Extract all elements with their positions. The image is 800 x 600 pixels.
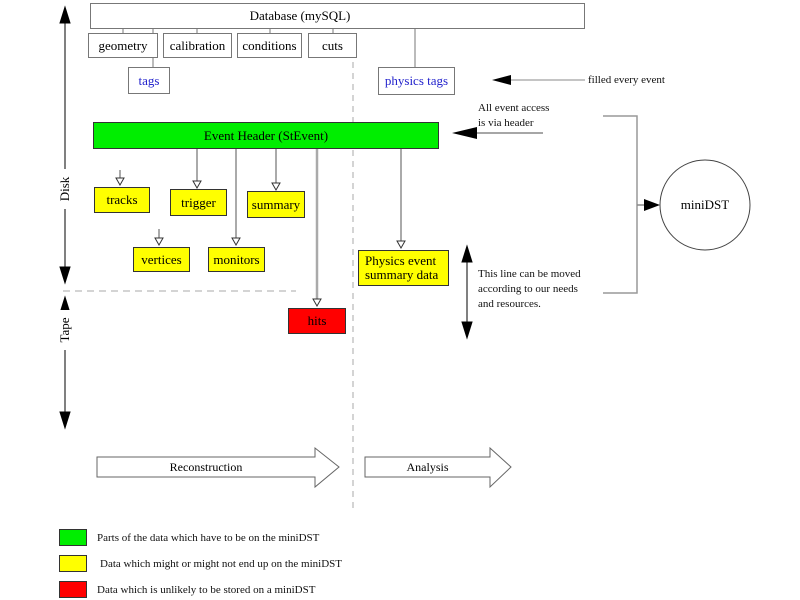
tags-box: tags <box>128 67 170 94</box>
physics-tags-label: physics tags <box>384 73 449 89</box>
reconstruction-arrow-shape <box>96 446 340 489</box>
legend-swatch-red <box>59 581 87 598</box>
all-event-access-note: All event access is via header <box>478 101 549 131</box>
disk-span-arrow <box>59 5 71 285</box>
analysis-text: Analysis <box>406 459 449 474</box>
access-note-line1: All event access <box>478 102 550 114</box>
vertices-label: vertices <box>141 251 182 267</box>
header-component-connectors <box>119 149 402 242</box>
physics-event-summary-label: Physics event summary data <box>365 254 438 281</box>
tags-label: tags <box>138 72 160 88</box>
trigger-box: trigger <box>170 189 227 216</box>
minidst-circle-label: miniDST <box>660 163 750 247</box>
db-child-calibration: calibration <box>163 33 232 58</box>
minidst-bracket <box>603 115 660 294</box>
hollow-arrowheads <box>115 177 406 308</box>
monitors-box: monitors <box>208 247 265 272</box>
cuts-label: cuts <box>322 37 343 53</box>
physics-event-line2: summary data <box>365 267 439 282</box>
monitors-label: monitors <box>213 251 260 267</box>
movable-line-note: This line can be moved according to our … <box>478 267 581 312</box>
event-header-label: Event Header (StEvent) <box>203 127 329 143</box>
analysis-arrow-shape <box>364 446 512 489</box>
database-box: Database (mySQL) <box>90 3 585 29</box>
database-label: Database (mySQL) <box>249 8 351 24</box>
vertices-box: vertices <box>133 247 190 272</box>
tracks-label: tracks <box>106 192 138 208</box>
tape-axis-label: Tape <box>57 310 73 350</box>
minidst-circle <box>659 159 751 251</box>
db-child-conditions: conditions <box>237 33 302 58</box>
hits-box: hits <box>288 308 346 334</box>
access-note-line2: is via header <box>478 116 534 129</box>
conditions-label: conditions <box>242 37 297 53</box>
move-note-line2: according to our needs <box>478 282 578 295</box>
reconstruction-label: Reconstruction <box>97 458 315 476</box>
disk-axis-label: Disk <box>57 169 73 209</box>
move-note-line1: This line can be moved <box>478 268 581 280</box>
tape-span-arrow <box>59 295 71 430</box>
physics-tags-box: physics tags <box>378 67 455 95</box>
movable-line-arrow <box>461 244 473 340</box>
physics-event-summary-box: Physics event summary data <box>358 250 449 286</box>
legend-label-red: Data which is unlikely to be stored on a… <box>97 584 316 596</box>
legend-swatch-green <box>59 529 87 546</box>
legend-label-yellow: Data which might or might not end up on … <box>100 558 342 570</box>
summary-box: summary <box>247 191 305 218</box>
physics-event-line1: Physics event <box>365 253 437 269</box>
db-child-cuts: cuts <box>308 33 357 58</box>
analysis-label: Analysis <box>365 458 490 476</box>
summary-label: summary <box>251 196 301 212</box>
trigger-label: trigger <box>181 194 216 210</box>
reconstruction-text: Reconstruction <box>169 459 243 474</box>
tracks-box: tracks <box>94 187 150 213</box>
geometry-label: geometry <box>98 37 148 53</box>
filled-every-event-note: filled every event <box>588 74 665 86</box>
legend-label-green: Parts of the data which have to be on th… <box>97 532 320 544</box>
filled-every-event-arrow <box>492 75 585 85</box>
legend-swatch-yellow <box>59 555 87 572</box>
event-header-box: Event Header (StEvent) <box>93 122 439 149</box>
db-child-geometry: geometry <box>88 33 158 58</box>
calibration-label: calibration <box>169 37 226 53</box>
minidst-label: miniDST <box>680 197 730 213</box>
header-access-arrow <box>452 127 543 139</box>
move-note-line3: and resources. <box>478 297 541 310</box>
hits-label: hits <box>307 313 327 329</box>
